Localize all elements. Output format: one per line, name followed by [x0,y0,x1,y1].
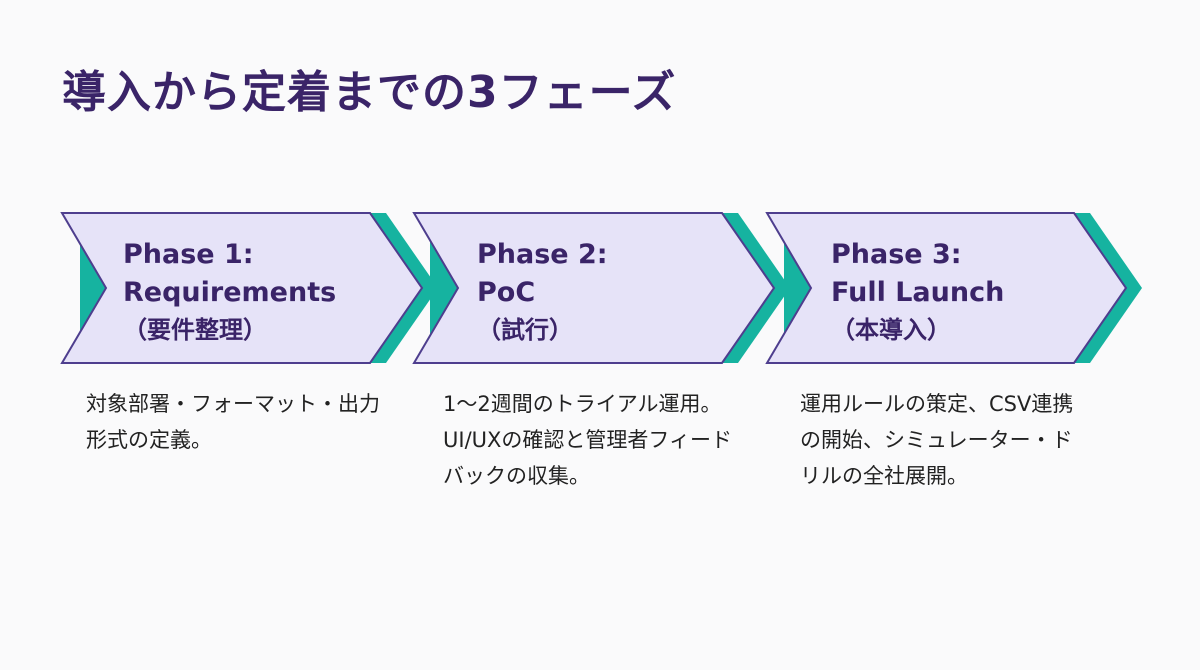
phase-2-chevron [412,212,790,364]
phase-2-description: 1〜2週間のトライアル運用。UI/UXの確認と管理者フィードバックの収集。 [443,392,732,488]
phase-1-chevron [60,212,438,364]
phase-3-name: Full Launch [831,277,1005,308]
phase-2-subtitle: （試行） [477,316,573,344]
phase-1-description: 対象部署・フォーマット・出力形式の定義。 [86,392,380,452]
phase-1-subtitle: （要件整理） [123,316,267,344]
phase-3-title: Phase 3: [831,239,962,270]
phase-3-chevron [765,212,1142,364]
phase-3-label: Phase 3: Full Launch （本導入） [831,236,1004,348]
phase-1-name: Requirements [123,277,337,308]
phase-3-subtitle: （本導入） [831,316,951,344]
phase-1-title: Phase 1: [123,239,254,270]
phase-2-title: Phase 2: [477,239,608,270]
page-title: 導入から定着までの3フェーズ [62,67,677,118]
phase-2-name: PoC [477,277,536,308]
phase-1-label: Phase 1: Requirements （要件整理） [123,236,336,348]
phase-3-description: 運用ルールの策定、CSV連携の開始、シミュレーター・ドリルの全社展開。 [800,392,1074,488]
phase-3-chevron-shape [765,212,1128,364]
phase-2-chevron-shape [412,212,776,364]
phase-1-chevron-shape [60,212,424,364]
phase-2-label: Phase 2: PoC （試行） [477,236,608,348]
